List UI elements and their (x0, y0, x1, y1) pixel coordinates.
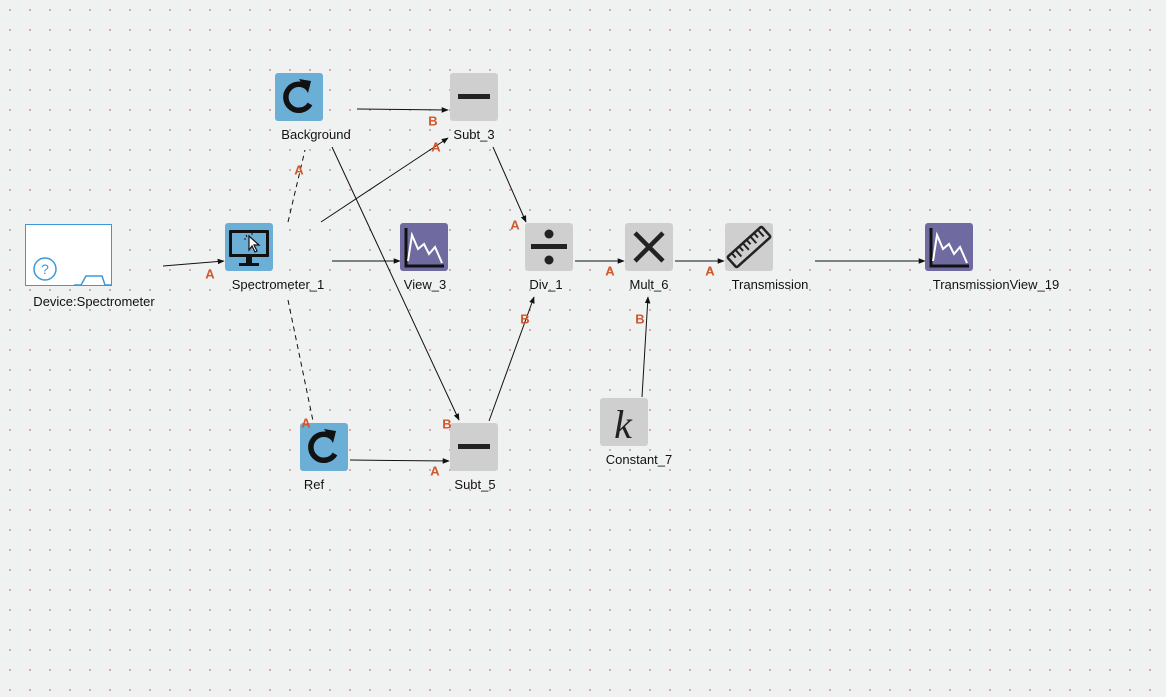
subt5-port-a: A (430, 463, 440, 479)
mult6-label: Mult_6 (629, 277, 669, 292)
spectrum-chart-icon (404, 228, 444, 268)
refresh-icon (308, 429, 338, 463)
mult6-node[interactable] (625, 223, 673, 271)
constant7-label: Constant_7 (605, 452, 673, 467)
svg-text:?: ? (41, 261, 49, 277)
div1-label: Div_1 (529, 277, 563, 292)
background-node[interactable] (275, 73, 323, 121)
minus-icon (458, 94, 490, 99)
minus-icon (458, 444, 490, 449)
transmission-port-a: A (705, 263, 715, 279)
transmissionview-label: TransmissionView_19 (932, 277, 1060, 292)
edge-ref-subt5 (349, 458, 450, 464)
edge-background-subt3 (356, 107, 449, 113)
view3-label: View_3 (403, 277, 447, 292)
subt3-port-a: A (431, 139, 441, 155)
edge-device-spectrometer (162, 258, 225, 267)
transmission-label: Transmission (731, 277, 809, 292)
div1-port-a: A (510, 217, 520, 233)
k-constant-icon: k (614, 402, 633, 446)
subt3-label: Subt_3 (453, 127, 495, 142)
subt5-label: Subt_5 (454, 477, 496, 492)
edge-spectrometer-ref (287, 299, 314, 422)
refresh-icon (283, 79, 313, 113)
background-label: Background (281, 127, 351, 142)
subt3-port-b: B (428, 113, 438, 129)
monitor-cursor-icon (229, 230, 269, 266)
spectrometer-node[interactable] (225, 223, 273, 271)
edge-spectrometer-subt3 (320, 137, 449, 223)
svg-text:k: k (614, 402, 633, 446)
device-spectrometer-node[interactable]: ? (25, 224, 112, 286)
spectrometer-port-a: A (205, 266, 215, 282)
transmission-node[interactable] (725, 223, 773, 271)
divide-icon (531, 229, 567, 265)
spectrometer-label: Spectrometer_1 (231, 277, 325, 292)
subt5-port-b: B (442, 416, 452, 432)
ruler-icon (726, 225, 772, 269)
subt3-node[interactable] (450, 73, 498, 121)
constant7-node[interactable]: k (600, 398, 648, 446)
ref-node[interactable] (300, 423, 348, 471)
spectrum-chart-icon (929, 228, 969, 268)
mult6-port-a: A (605, 263, 615, 279)
edge-subt3-div1 (492, 146, 527, 223)
device-spectrometer-label: Device:Spectrometer (33, 294, 155, 309)
edge-background-subt5 (331, 146, 460, 421)
background-port-a: A (294, 162, 304, 178)
edge-spectrometer-background (287, 149, 306, 223)
multiply-icon (633, 231, 665, 263)
transmissionview-node[interactable] (925, 223, 973, 271)
edge-subt5-div1 (488, 296, 535, 422)
ref-label: Ref (303, 477, 325, 492)
ref-port-a: A (301, 415, 311, 431)
view3-node[interactable] (400, 223, 448, 271)
subt5-node[interactable] (450, 423, 498, 471)
unknown-device-icon: ? (33, 257, 112, 286)
mult6-port-b: B (635, 311, 645, 327)
div1-node[interactable] (525, 223, 573, 271)
edge-constant7-mult6 (641, 296, 651, 398)
div1-port-b: B (520, 311, 530, 327)
